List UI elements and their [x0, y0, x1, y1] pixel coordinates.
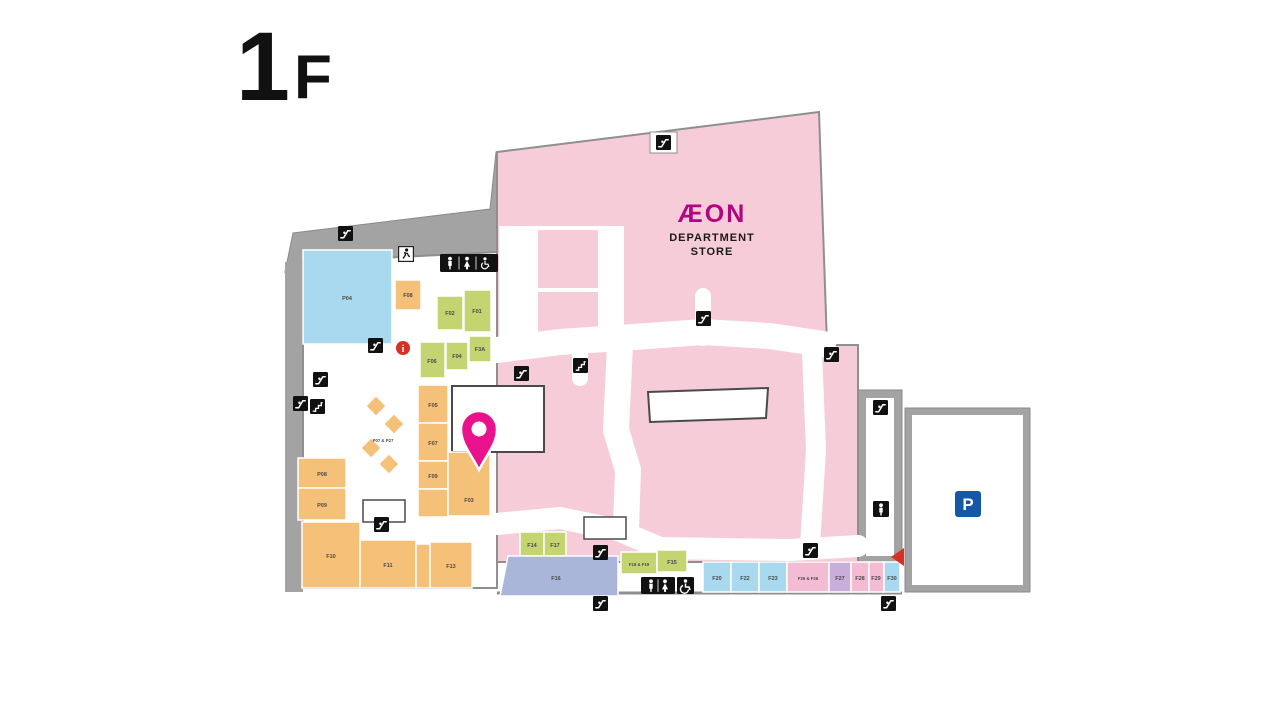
shop-f01[interactable] [463, 289, 492, 333]
escalator-icon [593, 545, 608, 560]
shop-label-f25-f26: F25 & F26 [798, 576, 819, 581]
shop-label-f03: F03 [464, 498, 473, 504]
shop-f09[interactable] [417, 460, 449, 490]
shop-f15[interactable] [656, 549, 688, 573]
shop-label-f20: F20 [712, 576, 721, 582]
shop-orange-segment[interactable] [417, 488, 449, 518]
stairs-icon [573, 358, 588, 373]
shop-f08[interactable] [394, 279, 422, 311]
shop-label-f02: F02 [445, 311, 454, 317]
shop-label-f08: F08 [403, 293, 412, 299]
shop-label-f23: F23 [768, 576, 777, 582]
shop-label-f29: F29 [871, 576, 880, 582]
restroom-icon [440, 254, 498, 272]
shop-label-f05: F05 [428, 403, 437, 409]
shop-label-p07-p27: P07 & P27 [373, 438, 394, 443]
shop-label-f01: F01 [472, 309, 481, 315]
escalator-icon [338, 226, 353, 241]
escalator-icon [881, 596, 896, 611]
structure-left-column [285, 262, 303, 592]
shop-label-f11: F11 [383, 563, 392, 569]
shop-label-f15: F15 [667, 560, 676, 566]
shop-label-f16: F16 [551, 576, 560, 582]
shop-f14[interactable] [519, 531, 545, 557]
corridor-main [484, 319, 836, 363]
shop-f13[interactable] [429, 541, 473, 589]
right-corridor-floor [866, 398, 894, 556]
kiosk-diamonds-p07-p27[interactable] [361, 396, 404, 474]
shop-f3a[interactable] [468, 335, 492, 363]
escalator-icon [514, 366, 529, 381]
shop-f03-pinned[interactable] [447, 451, 491, 517]
shop-p04[interactable] [302, 249, 393, 345]
shop-label-f18-f19: F18 & F19 [629, 562, 650, 567]
escalator-icon [374, 517, 389, 532]
shop-label-f3a: F3A [475, 347, 485, 353]
shop-label-f10: F10 [326, 554, 335, 560]
escalator-icon [368, 338, 383, 353]
aeon-roomlet [538, 230, 598, 288]
escalator-icon [803, 543, 818, 558]
entrance-arrow-icon [891, 548, 904, 566]
shop-label-f28: F28 [855, 576, 864, 582]
corridor-central [603, 332, 641, 541]
escalator-icon [824, 347, 839, 362]
information-icon-label: i [402, 344, 405, 355]
shop-label-f27: F27 [835, 576, 844, 582]
escalator-icon [313, 372, 328, 387]
aeon-logo-line2: STORE [691, 246, 734, 258]
shop-label-f06: F06 [427, 359, 436, 365]
shop-f10[interactable] [301, 521, 361, 589]
shop-label-f22: F22 [740, 576, 749, 582]
floor-title-letter: F [294, 43, 332, 112]
parking-icon [955, 491, 981, 517]
escalator-icon [293, 396, 308, 411]
restroom-icon [641, 577, 675, 594]
shop-f04[interactable] [445, 341, 469, 371]
floor-title-number: 1 [236, 12, 290, 121]
kiosk-block [583, 516, 627, 540]
shop-p09[interactable] [297, 487, 347, 521]
shop-label-f09: F09 [428, 474, 437, 480]
shop-label-f30: F30 [887, 576, 896, 582]
parking-icon-label: P [962, 495, 973, 514]
shop-f30[interactable] [883, 561, 901, 593]
shop-label-p08: P08 [317, 472, 327, 478]
shop-label-f04: F04 [452, 354, 462, 360]
escalator-icon [873, 400, 888, 415]
escalator-icon [593, 596, 608, 611]
shop-f22[interactable] [730, 561, 760, 593]
shop-label-f14: F14 [527, 543, 537, 549]
floor-title: 1 F [236, 12, 332, 121]
shop-label-f07: F07 [428, 441, 437, 447]
aeon-logo-line1: DEPARTMENT [669, 232, 755, 244]
wheelchair-accessible-icon [677, 577, 694, 594]
shop-f06[interactable] [419, 341, 446, 379]
shop-f20[interactable] [702, 561, 732, 593]
information-icon [396, 341, 410, 355]
shop-f11[interactable] [359, 539, 417, 589]
corridor-right [800, 342, 826, 555]
shop-f16[interactable] [499, 555, 619, 597]
shop-label-p04: P04 [342, 296, 353, 302]
shop-label-p09: P09 [317, 503, 327, 509]
aeon-roomlet [624, 226, 656, 334]
shop-f02[interactable] [436, 295, 464, 331]
aeon-logo-text: ÆON [678, 200, 747, 228]
shop-f07[interactable] [417, 422, 449, 462]
stairs-icon [310, 399, 325, 414]
kiosk-block [646, 386, 770, 424]
aeon-roomlet [538, 292, 598, 332]
shop-label-f17: F17 [550, 543, 559, 549]
escalator-icon [696, 311, 711, 326]
location-pin-icon[interactable] [459, 409, 499, 473]
escalator-icon [656, 135, 671, 150]
shop-orange-strip[interactable] [415, 543, 431, 589]
exit-icon [398, 246, 414, 262]
restroom-icon [873, 501, 889, 517]
aeon-logo: ÆON DEPARTMENT STORE [669, 200, 755, 258]
shop-label-f13: F13 [446, 564, 455, 570]
shop-f25-f26[interactable] [786, 561, 830, 593]
